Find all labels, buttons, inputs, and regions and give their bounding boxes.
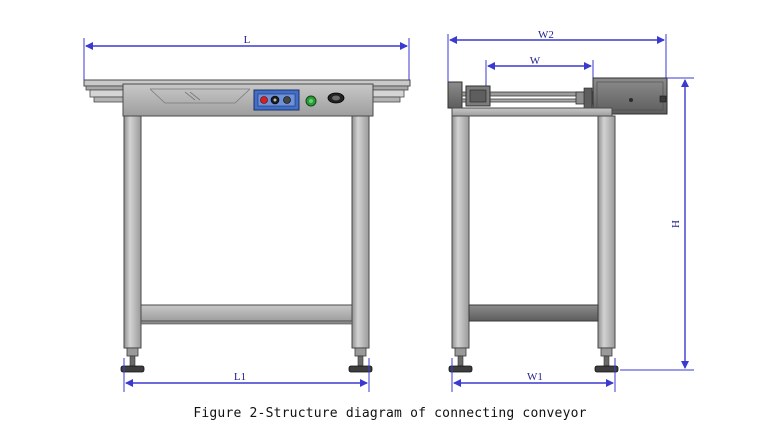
dimension-w1: W1	[451, 358, 616, 392]
dimension-label-l1: L1	[234, 371, 246, 383]
side-top-beam	[451, 107, 613, 117]
side-feet	[448, 347, 619, 373]
dimension-label-w: W	[530, 55, 541, 67]
dimension-l1: L1	[123, 358, 370, 392]
dimension-w: W	[485, 55, 594, 92]
side-crossbar	[468, 304, 599, 322]
dimension-label-h: H	[670, 220, 682, 228]
front-crossbar	[140, 304, 353, 322]
dimension-label-w1: W1	[527, 371, 543, 383]
control-panel	[253, 89, 300, 111]
switch-icon	[283, 96, 291, 104]
width-adjust-rods	[461, 85, 603, 109]
side-legs	[451, 115, 616, 349]
front-feet	[120, 347, 373, 373]
figure-caption: Figure 2-Structure diagram of connecting…	[193, 406, 587, 421]
dimension-label-l: L	[244, 34, 251, 46]
dimension-w2: W2	[447, 29, 667, 86]
dimension-l: L	[83, 34, 410, 82]
side-view: W2 W	[447, 29, 694, 392]
left-end-bracket	[447, 81, 463, 109]
front-view: L	[83, 34, 411, 392]
emergency-stop-button	[260, 96, 268, 104]
dimension-label-w2: W2	[538, 29, 554, 41]
dimension-h: H	[620, 77, 694, 371]
